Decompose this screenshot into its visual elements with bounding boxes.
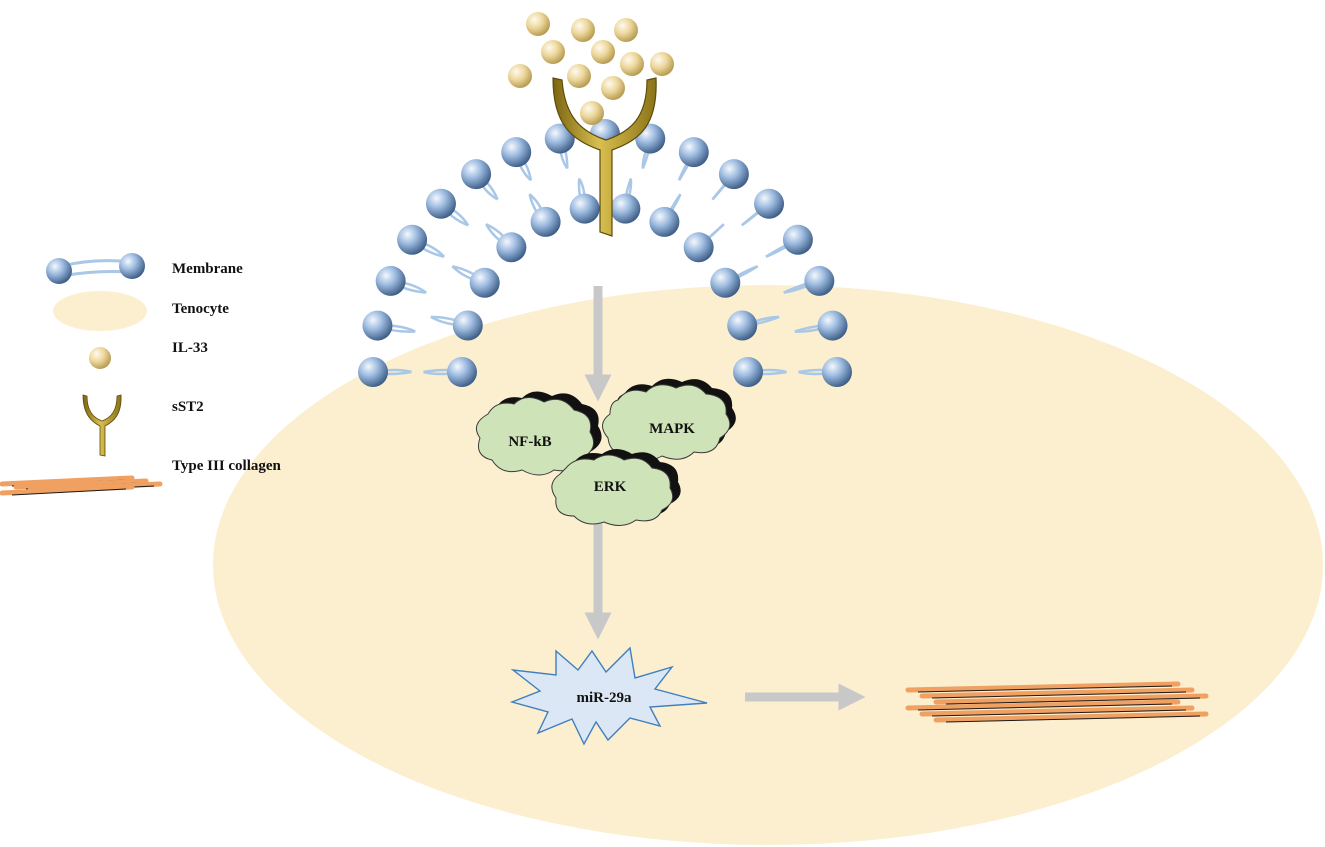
legend-tenocyte-label: Tenocyte [172,301,229,317]
mapk-label: MAPK [649,421,695,437]
legend-collagen-icon [2,478,160,495]
legend-sst2-label: sST2 [172,399,204,415]
legend-collagen-label: Type III collagen [172,458,282,474]
sst2-receptor [553,78,656,236]
legend-tenocyte-icon [53,291,147,331]
legend-membrane-icon [46,253,145,284]
legend-il33-icon [89,347,111,369]
legend-membrane-label: Membrane [172,261,243,277]
legend-il33-label: IL-33 [172,340,208,356]
legend: Membrane Tenocyte IL-33 sST2 Type III co… [2,253,282,495]
mir29a-label: miR-29a [577,690,632,706]
nfkb-label: NF-kB [508,434,551,450]
erk-label: ERK [594,479,627,495]
legend-sst2-icon [83,395,121,456]
